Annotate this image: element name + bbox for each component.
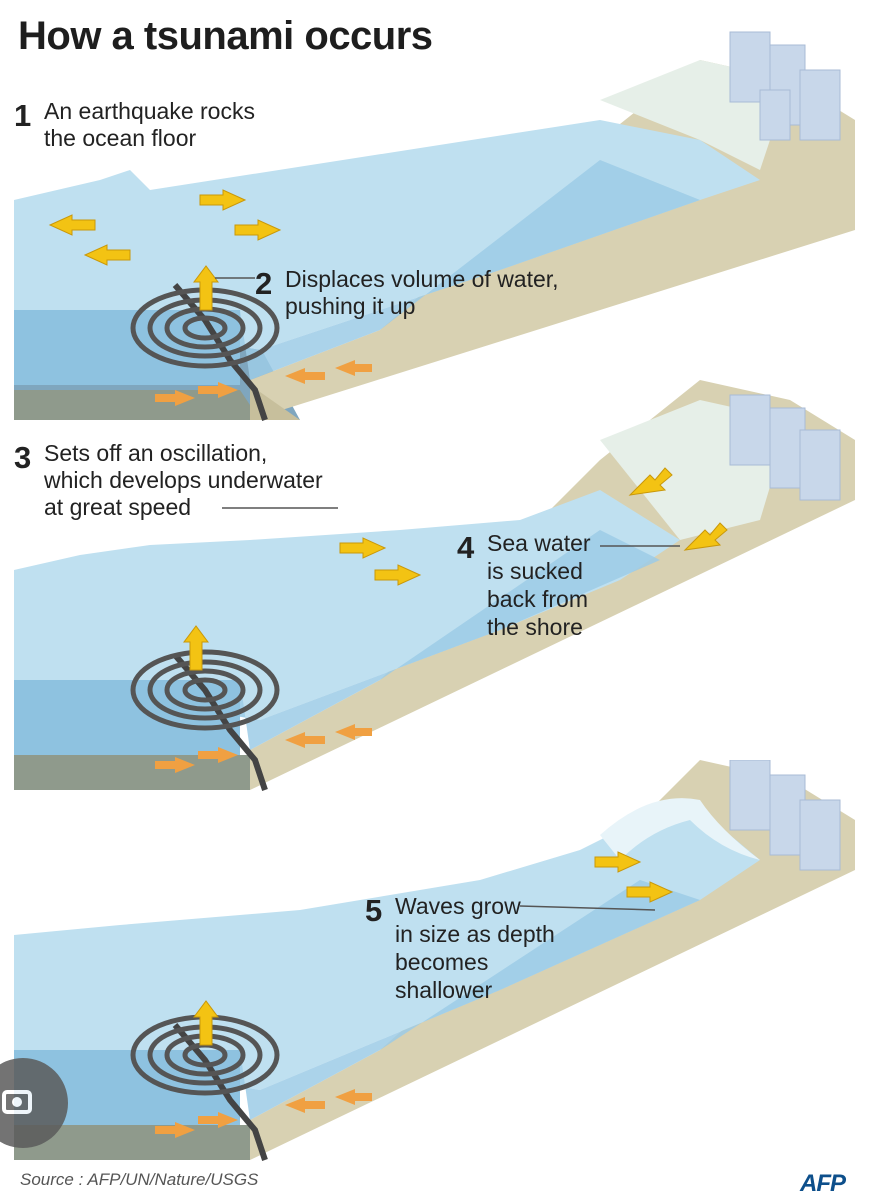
step-number: 5 <box>365 893 383 928</box>
step-number: 3 <box>14 440 32 475</box>
camera-search-icon[interactable] <box>0 1058 68 1148</box>
source-credit: Source : AFP/UN/Nature/USGS <box>20 1170 259 1189</box>
diagram-panel-2 <box>14 380 855 791</box>
diagram-panel-1 <box>14 31 855 421</box>
afp-logo: AFP <box>800 1170 846 1197</box>
step-number: 4 <box>457 530 475 565</box>
step-number: 1 <box>14 98 32 133</box>
step-number: 2 <box>255 266 273 301</box>
page-title: How a tsunami occurs <box>18 14 433 58</box>
diagram-panel-3 <box>14 760 855 1161</box>
